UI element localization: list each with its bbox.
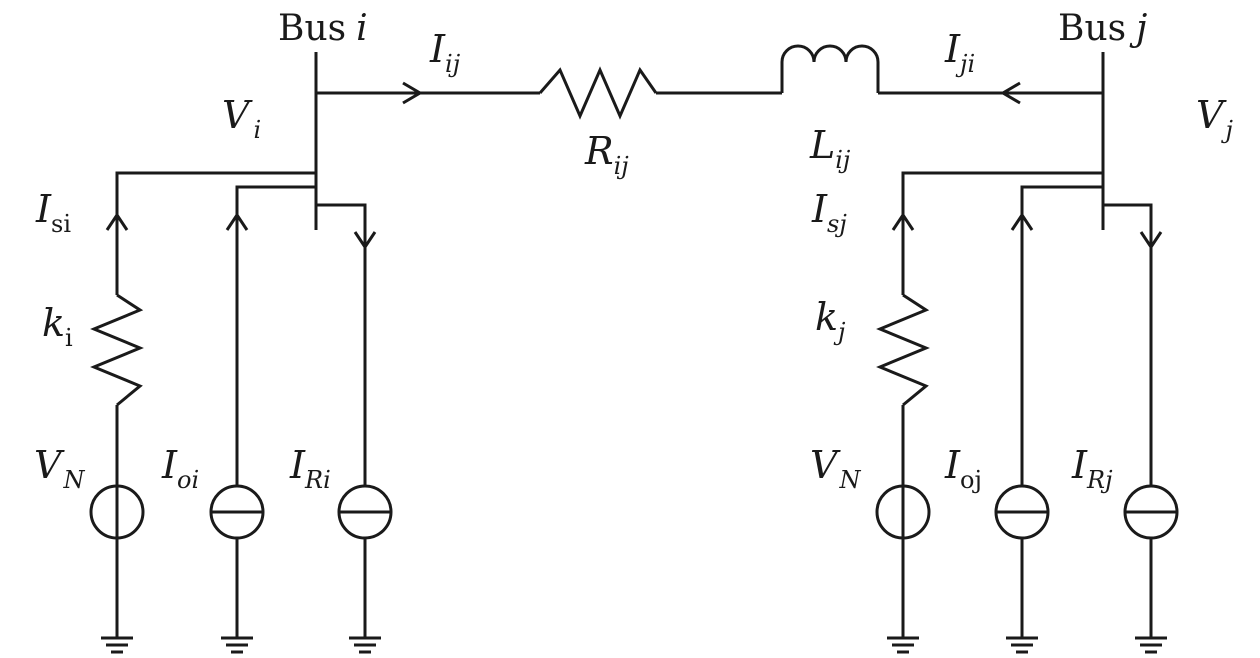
branch-oj-wire-top xyxy=(1020,185,1103,485)
branch-oi-wire-top xyxy=(235,185,316,485)
ground-icon xyxy=(221,636,253,654)
resistor-k-i xyxy=(90,293,144,407)
label-l-ij: Lij xyxy=(809,123,851,174)
label-i-sj: Isj xyxy=(811,187,847,238)
branch-sj-wire-top xyxy=(901,171,1103,295)
ground-icon xyxy=(1006,636,1038,654)
resistor-k-j xyxy=(876,293,930,407)
label-i-oj: Ioj xyxy=(944,443,982,494)
label-r-ij: Rij xyxy=(584,129,629,180)
label-v-n-right: VN xyxy=(810,443,861,494)
bus-i-branches xyxy=(89,171,393,654)
branch-si-wire-top xyxy=(115,171,316,295)
ground-icon xyxy=(101,636,133,654)
arrow-i-ij xyxy=(402,81,423,105)
bus-j-branches xyxy=(875,171,1179,654)
label-i-rj: IRj xyxy=(1071,443,1113,494)
branch-ri-wire-top xyxy=(316,203,367,485)
ground-icon xyxy=(887,636,919,654)
label-i-si: Isi xyxy=(35,187,71,238)
label-i-oi: Ioi xyxy=(161,443,199,494)
arrow-i-rj xyxy=(1139,231,1163,250)
arrow-i-oi xyxy=(225,212,249,231)
label-i-ij: Iij xyxy=(429,27,461,78)
label-k-i: ki xyxy=(42,301,73,352)
branch-rj-wire-top xyxy=(1103,203,1153,485)
arrow-i-oj xyxy=(1010,212,1034,231)
resistor-r-ij xyxy=(538,66,658,120)
label-v-n-left: VN xyxy=(34,443,85,494)
arrow-i-ji xyxy=(1000,81,1021,105)
label-k-j: kj xyxy=(815,295,846,346)
arrow-i-ri xyxy=(353,231,377,250)
label-i-ri: IRi xyxy=(289,443,331,494)
label-v-j: Vj xyxy=(1196,93,1233,144)
inductor-l-ij xyxy=(780,44,880,93)
ground-icon xyxy=(349,636,381,654)
arrow-i-sj xyxy=(891,212,915,231)
ground-icon xyxy=(1135,636,1167,654)
label-i-ji: Iji xyxy=(944,27,975,78)
arrow-i-si xyxy=(105,212,129,231)
transmission-line xyxy=(316,44,1103,120)
